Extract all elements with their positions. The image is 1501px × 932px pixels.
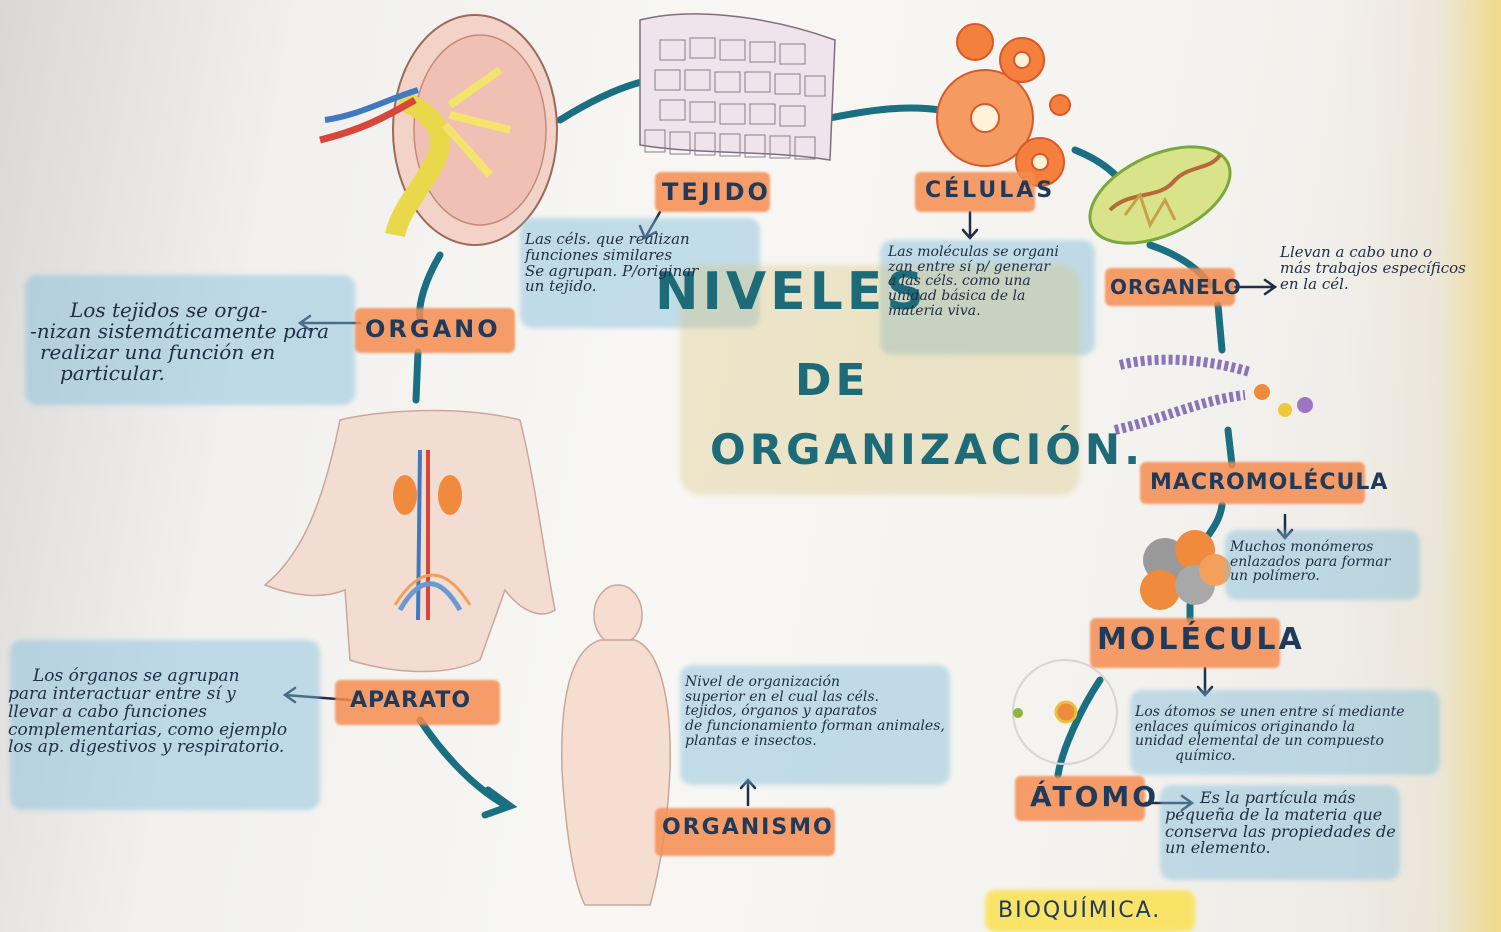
atom-illustration — [1012, 659, 1118, 765]
tissue-illustration — [639, 13, 836, 161]
organismo-label-highlight — [655, 808, 835, 856]
organo-label-highlight — [355, 308, 515, 353]
connector-organo-aparato — [412, 348, 422, 404]
organismo-note-highlight — [680, 665, 950, 785]
arrowhead-organismo — [481, 786, 518, 819]
celulas-label-highlight — [915, 172, 1035, 212]
level-label-organo: ORGANO — [365, 315, 501, 343]
cells-illustration — [936, 23, 1071, 187]
level-label-celulas: CÉLULAS — [925, 178, 1056, 203]
yellow-paper-edge — [1341, 0, 1501, 932]
level-label-macromolecula: MACROMOLÉCULA — [1150, 470, 1389, 495]
organelo-label-highlight — [1105, 268, 1235, 306]
macro-label-highlight — [1140, 462, 1365, 504]
molecula-label-highlight — [1090, 618, 1280, 668]
page-title-line-3: ORGANIZACIÓN. — [710, 425, 1145, 474]
note-organo: Los tejidos se orga--nizan sistemáticame… — [30, 298, 330, 385]
level-label-tejido: TEJIDO — [662, 178, 771, 206]
kidney-illustration — [319, 14, 558, 246]
human-figure-illustration — [561, 584, 671, 906]
level-label-organismo: ORGANISMO — [662, 815, 834, 840]
connector-organelo-macro — [1214, 301, 1226, 354]
level-label-atomo: ÁTOMO — [1030, 780, 1160, 813]
molecula-note-highlight — [1130, 690, 1440, 775]
organelle-illustration — [1088, 145, 1232, 245]
title-highlight — [680, 265, 1080, 495]
note-arrows — [282, 210, 1294, 812]
page-title-line-2: DE — [795, 355, 870, 406]
connector-tejido-celulas — [826, 104, 944, 122]
aparato-label-highlight — [335, 680, 500, 725]
level-label-organelo: ORGANELO — [1110, 275, 1242, 299]
connector-macro-label — [1224, 426, 1236, 469]
molecule-illustration — [1140, 530, 1231, 610]
level-label-aparato: APARATO — [350, 688, 472, 713]
macro-note-highlight — [1225, 530, 1420, 600]
macromolecule-illustration — [1113, 354, 1313, 435]
organo-note-highlight — [25, 275, 355, 405]
torso-illustration — [263, 409, 556, 673]
tejido-note-highlight — [520, 218, 760, 328]
connector-molecula-atomo — [1054, 676, 1104, 779]
page-title-line-1: NIVELES — [655, 262, 928, 322]
celulas-note-highlight — [880, 240, 1095, 355]
atomo-note-highlight — [1160, 785, 1400, 880]
tejido-label-highlight — [655, 172, 770, 212]
aparato-note-highlight — [10, 640, 320, 810]
subject-label: BIOQUÍMICA. — [998, 898, 1162, 923]
level-label-molecula: MOLÉCULA — [1097, 622, 1305, 657]
atomo-label-highlight — [1015, 776, 1145, 821]
subject-highlight — [985, 890, 1195, 932]
